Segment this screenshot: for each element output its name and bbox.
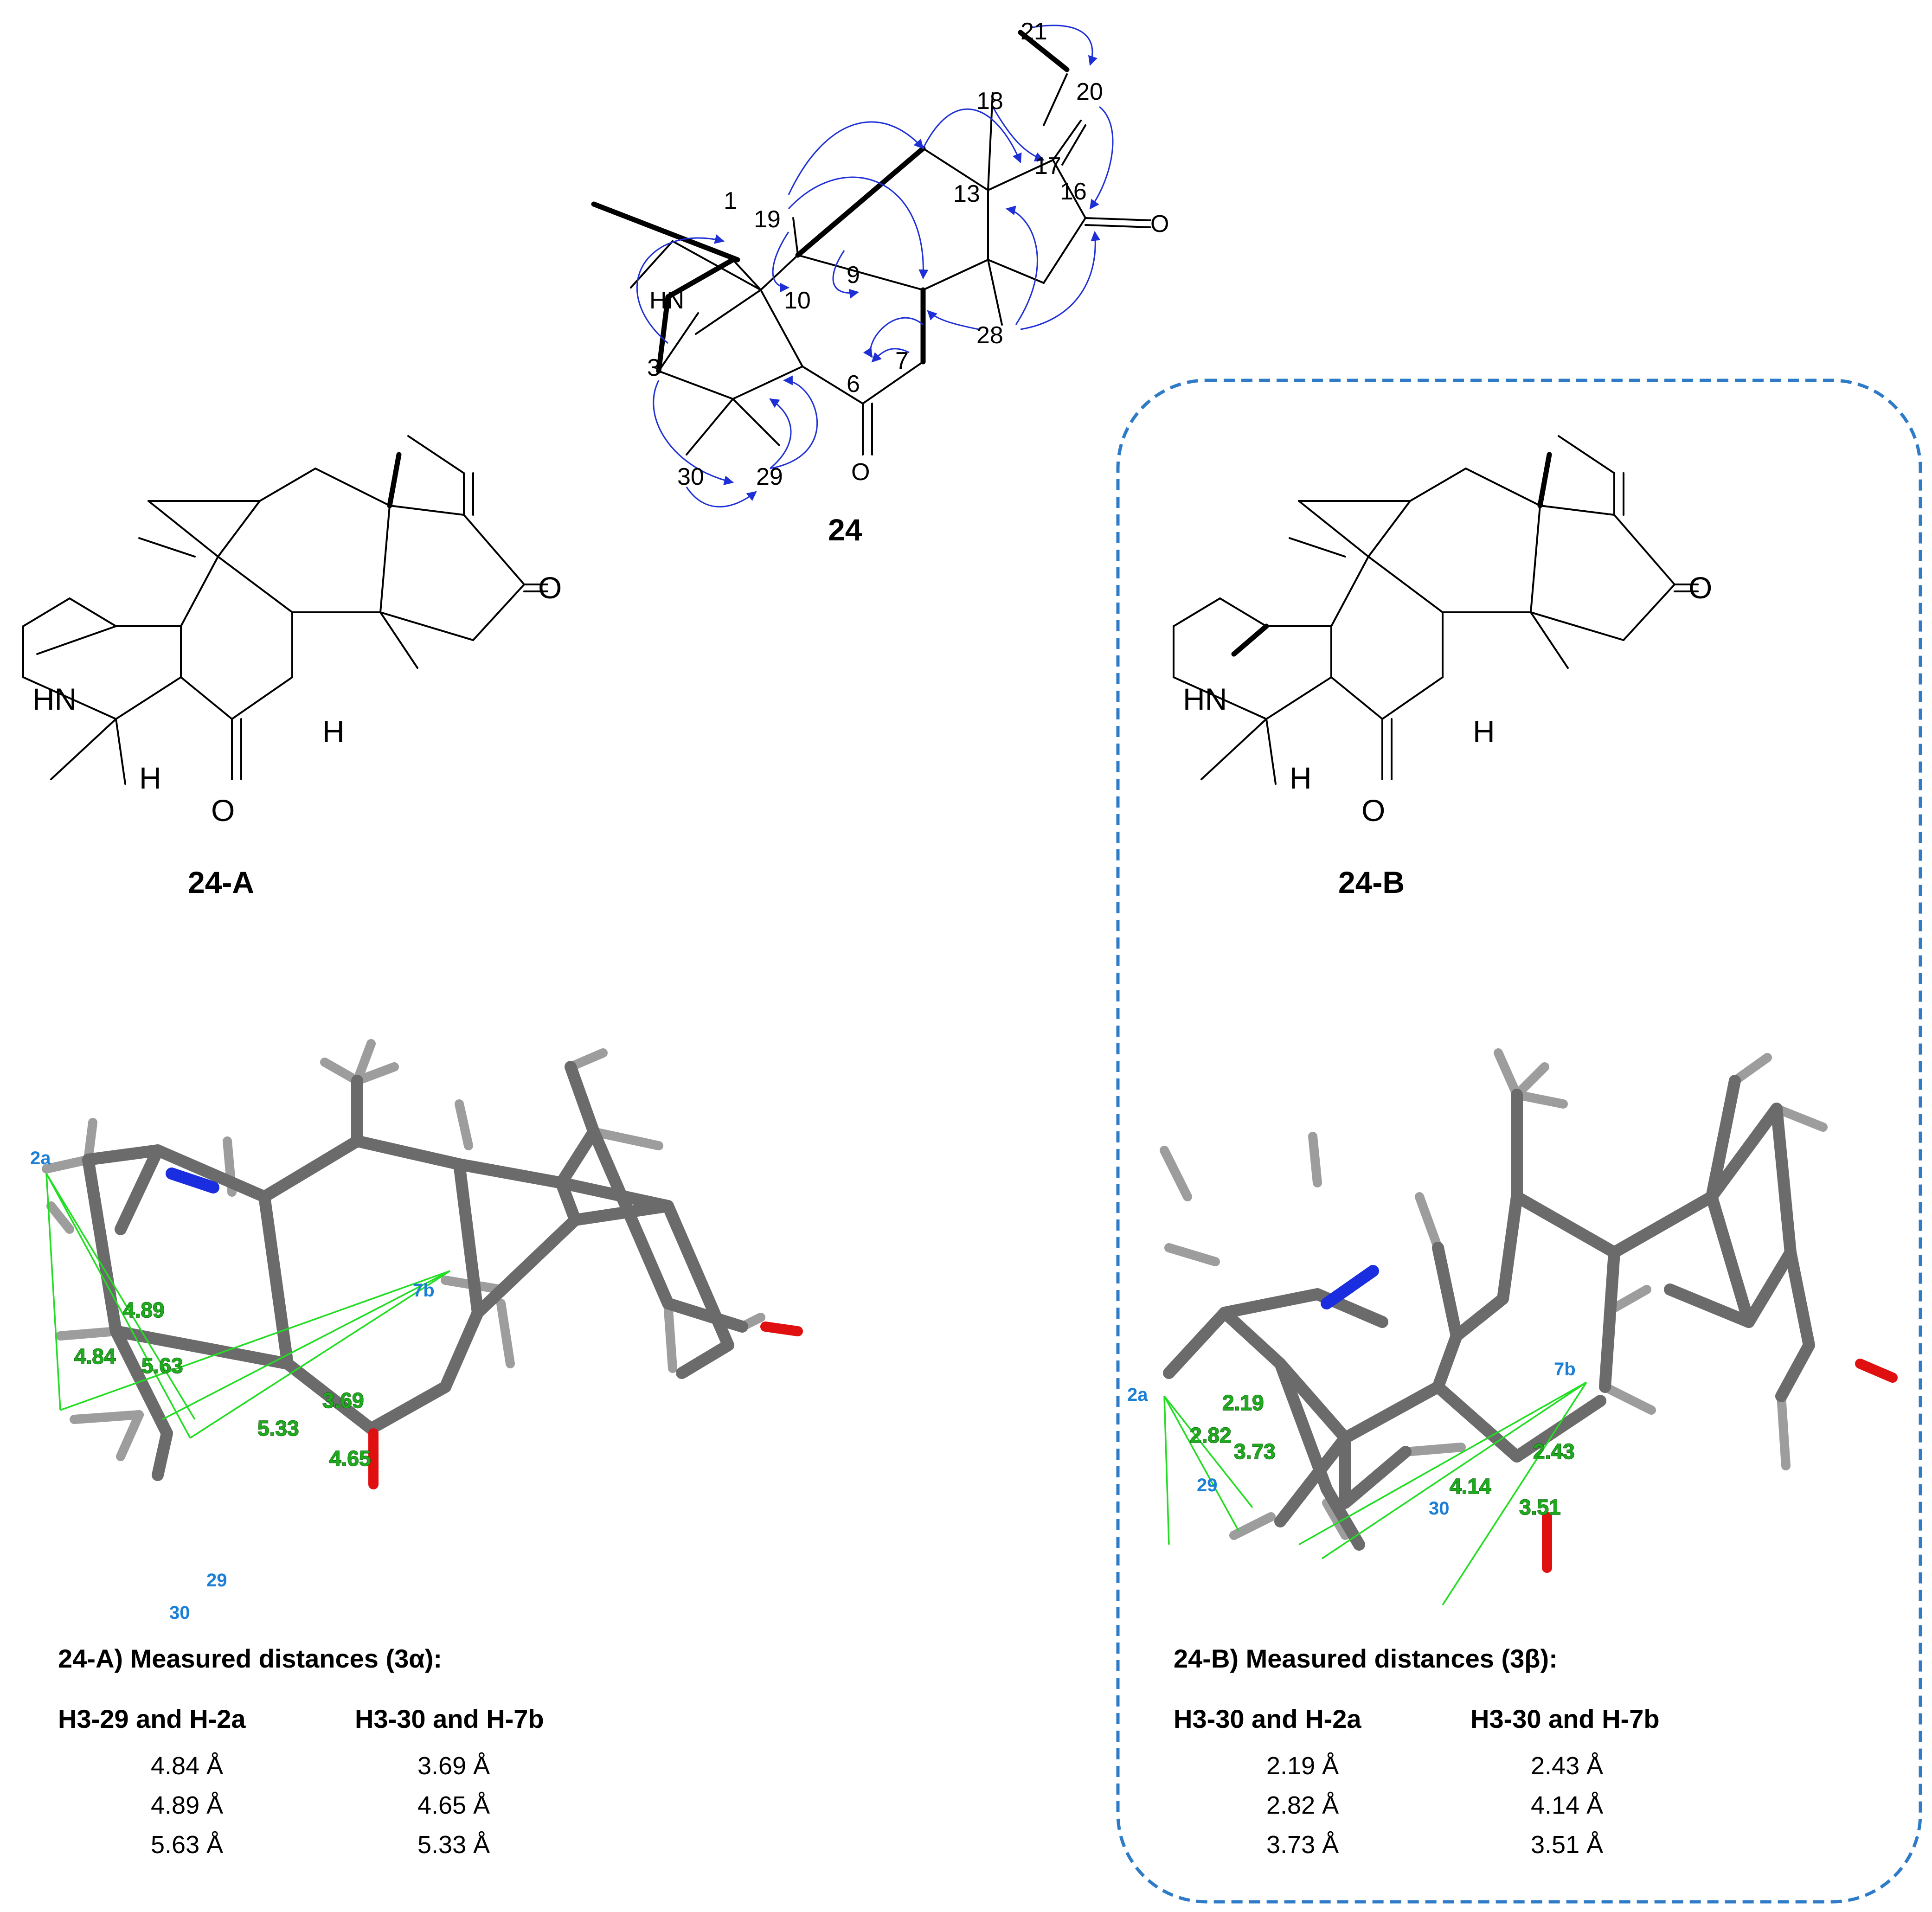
distance-label: 3.51 [1519,1495,1561,1519]
distance-label: 2.43 [1533,1439,1575,1463]
table-cell: 3.73 Å [1266,1831,1339,1859]
proton-label-7b: 7b [1554,1359,1576,1379]
table-cell: 5.63 Å [151,1831,223,1859]
atom-number-c9: 9 [847,262,860,289]
atom-number-c20: 20 [1076,78,1103,105]
model-24-A-oxygens [368,1322,803,1489]
atom-number-c13: 13 [953,180,980,207]
atom-symbol-h: H [1290,761,1312,795]
compound-24-B-label: 24-B [1338,865,1405,899]
model-24-A-nitrogen [166,1168,219,1193]
atom-symbol-hn: HN [1183,682,1227,716]
atom-number-c7: 7 [895,347,909,374]
atom-number-c18: 18 [976,88,1003,115]
table-cell: 2.82 Å [1266,1791,1339,1819]
table-col2-header: H3-30 and H-7b [1470,1704,1660,1733]
model-24-B-distance-labels: 2.19 2.82 3.73 2.43 4.14 3.51 [1189,1390,1575,1520]
atom-number-labels: 1 3 6 7 9 10 13 16 17 18 19 20 21 28 29 … [647,18,1169,490]
atom-symbol-h: H [322,714,345,749]
hmbc-correlation-arrows [636,25,1114,507]
proton-label-30: 30 [1429,1498,1450,1519]
compound-24-bonds [591,30,1151,456]
compound-24-A-label: 24-A [188,865,254,899]
model-24-B-nitrogen [1321,1265,1379,1309]
atom-symbol-o: O [211,793,235,828]
distance-label: 3.69 [322,1388,364,1412]
table-cell: 3.69 Å [417,1752,490,1780]
proton-label-30: 30 [169,1603,190,1623]
model-24-A-distance-labels: 4.89 4.84 5.63 3.69 5.33 4.65 [74,1297,371,1471]
table-title: 24-A) Measured distances (3α): [58,1644,442,1673]
atom-symbol-o: O [851,459,870,486]
model-24-B-carbons [1163,1075,1815,1551]
distance-label: 4.14 [1450,1474,1491,1498]
atom-number-c10: 10 [784,287,811,314]
table-cell: 3.51 Å [1531,1831,1603,1859]
model-24-A-carbons [82,1061,748,1481]
table-col1-header: H3-29 and H-2a [58,1704,246,1733]
distance-label: 3.73 [1234,1439,1276,1463]
compound-24-label: 24 [828,513,862,547]
table-cell: 5.33 Å [417,1831,490,1859]
atom-symbol-hn: HN [649,287,684,314]
table-col1-header: H3-30 and H-2a [1174,1704,1361,1733]
distance-label: 5.63 [141,1354,183,1378]
distance-label: 2.82 [1190,1423,1232,1447]
distance-label: 4.89 [123,1298,165,1322]
proton-label-29: 29 [206,1570,227,1591]
atom-number-c16: 16 [1060,178,1087,205]
structure-24-A: HN H H O O 24-A [22,435,562,899]
model-24-B-hydrogens [1160,1048,1828,1540]
table-col2-header: H3-30 and H-7b [355,1704,544,1733]
distance-table-24-A: 24-A) Measured distances (3α): H3-29 and… [58,1644,544,1859]
table-cell: 4.65 Å [417,1791,490,1819]
atom-symbol-o: O [1361,793,1385,828]
model-24-B-distance-lines [1163,1381,1587,1605]
atom-symbol-o: O [538,571,562,605]
compound-24-structure: 1 3 6 7 9 10 13 16 17 18 19 20 21 28 29 … [591,18,1169,547]
atom-number-c1: 1 [724,187,737,214]
model-24-A-distance-lines [45,1173,450,1439]
table-cell: 4.14 Å [1531,1791,1603,1819]
model-24-B-oxygens [1542,1359,1898,1573]
model-24-A: 4.89 4.84 5.63 3.69 5.33 4.65 2a 7b 29 3… [30,1039,803,1623]
proton-label-2a: 2a [1127,1385,1148,1405]
model-24-B-proton-labels: 2a 7b 29 30 [1127,1359,1576,1519]
distance-label: 2.19 [1222,1391,1264,1415]
atom-number-c28: 28 [976,322,1003,349]
atom-symbol-o: O [1150,211,1169,237]
atom-symbol-h: H [1473,714,1495,749]
atom-number-c19: 19 [754,206,781,233]
atom-number-c21: 21 [1021,18,1047,45]
atom-number-c30: 30 [677,463,704,490]
model-24-B: 2.19 2.82 3.73 2.43 4.14 3.51 2a 7b 29 3… [1127,1048,1898,1605]
atom-symbol-h: H [139,761,161,795]
proton-label-29: 29 [1197,1475,1218,1495]
atom-symbol-hn: HN [32,682,77,716]
table-title: 24-B) Measured distances (3β): [1174,1644,1558,1673]
distance-table-24-B: 24-B) Measured distances (3β): H3-30 and… [1174,1644,1660,1859]
distance-label: 5.33 [257,1416,299,1440]
proton-label-7b: 7b [413,1280,435,1301]
table-cell: 2.43 Å [1531,1752,1603,1780]
table-cell: 4.84 Å [151,1752,223,1780]
atom-number-c29: 29 [756,463,783,490]
selected-isomer-box [1116,379,1922,1904]
table-cell: 2.19 Å [1266,1752,1339,1780]
proton-label-2a: 2a [30,1148,51,1168]
atom-number-c6: 6 [847,371,860,398]
table-cell: 4.89 Å [151,1791,223,1819]
atom-symbol-o: O [1688,571,1712,605]
model-24-A-hydrogens [42,1039,765,1461]
structure-24-B: HN H H O O 24-B [1173,435,1712,899]
atom-number-c17: 17 [1034,153,1061,180]
distance-label: 4.65 [329,1446,371,1470]
model-24-A-proton-labels: 2a 7b 29 30 [30,1148,435,1623]
atom-number-c3: 3 [647,354,661,381]
distance-label: 4.84 [74,1344,116,1368]
